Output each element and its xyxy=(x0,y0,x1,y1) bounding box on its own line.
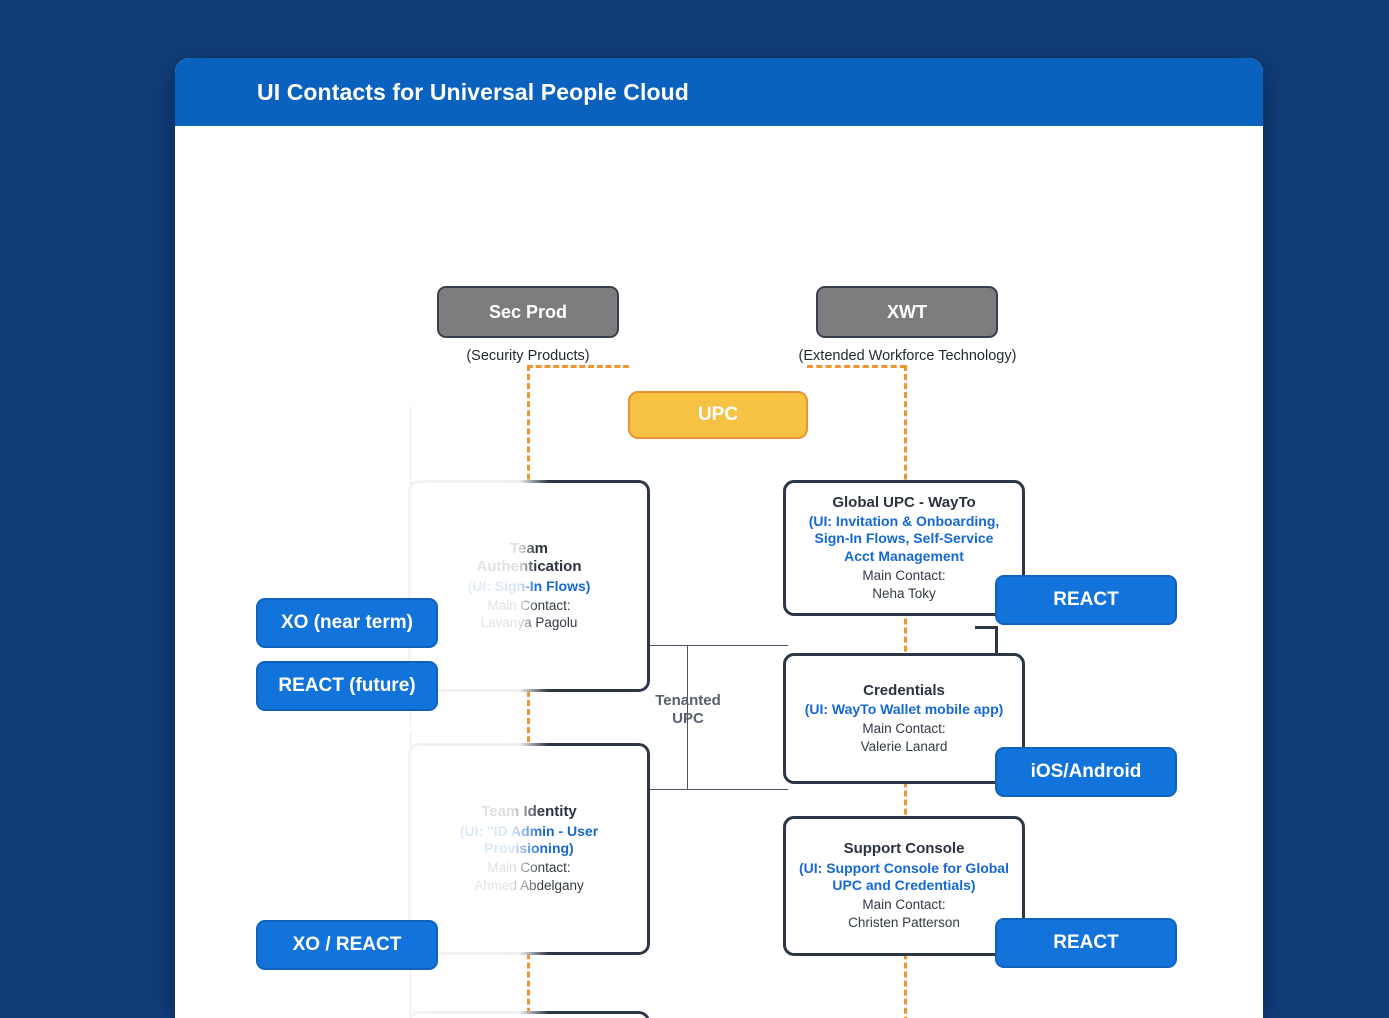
node-global-upc-wayto-ui: (UI: Invitation & Onboarding, Sign-In Fl… xyxy=(808,513,1000,564)
node-team-authentication-content: Team Authentication (UI: Sign-In Flows) … xyxy=(468,540,591,632)
tenanted-bracket-spine xyxy=(687,645,688,790)
node-global-upc-wayto-contact-name: Neha Toky xyxy=(872,585,936,601)
tenanted-upc-label: Tenanted UPC xyxy=(618,692,758,729)
node-support-console[interactable]: Support Console (UI: Support Console for… xyxy=(783,816,1025,956)
badge-react-support-console-label: REACT xyxy=(1053,932,1119,953)
node-access-management[interactable]: Access Management "Config Sec" xyxy=(408,1011,650,1018)
org-caption-sec-prod: (Security Products) xyxy=(466,348,590,364)
node-support-console-contact-label: Main Contact: xyxy=(862,897,946,913)
org-box-sec-prod[interactable]: Sec Prod xyxy=(437,286,619,338)
node-team-identity-content: Team Identity (UI: "ID Admin - User Prov… xyxy=(420,803,638,894)
badge-connector-ios-horizontal xyxy=(975,626,997,629)
org-box-xwt-label: XWT xyxy=(887,301,927,322)
upc-node[interactable]: UPC xyxy=(628,391,808,439)
upc-dash-right-horizontal xyxy=(807,365,906,368)
node-global-upc-wayto-title: Global UPC - WayTo xyxy=(832,493,976,511)
node-team-identity-contact-name: Ahmed Abdelgany xyxy=(474,878,584,893)
node-access-management-border xyxy=(408,1011,650,1018)
badge-react-global-upc[interactable]: REACT xyxy=(995,575,1177,625)
node-team-identity-contact-label: Main Contact: xyxy=(487,860,571,876)
node-team-authentication-title-2: Authentication xyxy=(476,558,582,576)
tenanted-upc-label-line2: UPC xyxy=(672,710,704,728)
badge-xo-react-label: XO / REACT xyxy=(292,934,402,955)
node-credentials-title: Credentials xyxy=(863,681,945,699)
badge-ios-android-label: iOS/Android xyxy=(1030,761,1142,782)
tenanted-upc-label-line1: Tenanted xyxy=(655,692,721,709)
node-support-console-contact-name: Christen Patterson xyxy=(848,915,960,930)
node-team-authentication-contact-label: Main Contact: xyxy=(487,597,571,613)
node-team-identity[interactable]: Team Identity (UI: "ID Admin - User Prov… xyxy=(408,743,650,955)
node-credentials-ui: (UI: WayTo Wallet mobile app) xyxy=(804,700,1004,717)
tenanted-bracket-bottom xyxy=(648,789,788,790)
badge-react-future-label: REACT (future) xyxy=(278,675,416,696)
badge-react-global-upc-label: REACT xyxy=(1053,589,1119,610)
diagram-canvas: Sec Prod (Security Products) XWT (Extend… xyxy=(175,126,1263,1018)
org-box-xwt[interactable]: XWT xyxy=(816,286,998,338)
node-team-authentication-contact-name: Lavanya Pagolu xyxy=(480,615,578,631)
badge-react-future[interactable]: REACT (future) xyxy=(256,661,438,711)
badge-xo-near-term[interactable]: XO (near term) xyxy=(256,598,438,648)
node-global-upc-wayto[interactable]: Global UPC - WayTo (UI: Invitation & Onb… xyxy=(783,480,1025,616)
org-box-sec-prod-label: Sec Prod xyxy=(488,301,568,322)
badge-xo-near-term-label: XO (near term) xyxy=(281,612,413,633)
node-global-upc-wayto-contact-label: Main Contact: xyxy=(862,568,946,584)
node-team-authentication[interactable]: Team Authentication (UI: Sign-In Flows) … xyxy=(408,480,650,692)
node-team-authentication-ui: (UI: Sign-In Flows) xyxy=(467,577,591,594)
node-team-identity-ui: (UI: "ID Admin - User Provisioning) xyxy=(459,822,599,857)
node-credentials-contact-label: Main Contact: xyxy=(862,721,946,737)
card-header: UI Contacts for Universal People Cloud xyxy=(175,58,1263,126)
badge-ios-android[interactable]: iOS/Android xyxy=(995,747,1177,797)
node-team-identity-title-1: Team Identity xyxy=(481,803,577,821)
node-credentials-contact-name: Valerie Lanard xyxy=(860,738,948,754)
node-credentials[interactable]: Credentials (UI: WayTo Wallet mobile app… xyxy=(783,653,1025,784)
node-support-console-ui: (UI: Support Console for Global UPC and … xyxy=(799,859,1009,894)
badge-xo-react[interactable]: XO / REACT xyxy=(256,920,438,970)
node-support-console-title: Support Console xyxy=(843,840,965,858)
upc-label: UPC xyxy=(697,404,739,425)
diagram-card: UI Contacts for Universal People Cloud S… xyxy=(175,58,1263,1018)
org-caption-xwt: (Extended Workforce Technology) xyxy=(798,348,1017,364)
tenanted-bracket-top xyxy=(648,645,788,646)
upc-dash-left-horizontal xyxy=(527,365,629,368)
badge-react-support-console[interactable]: REACT xyxy=(995,918,1177,968)
node-team-authentication-title-1: Team xyxy=(509,539,549,557)
page-title: UI Contacts for Universal People Cloud xyxy=(257,78,689,105)
